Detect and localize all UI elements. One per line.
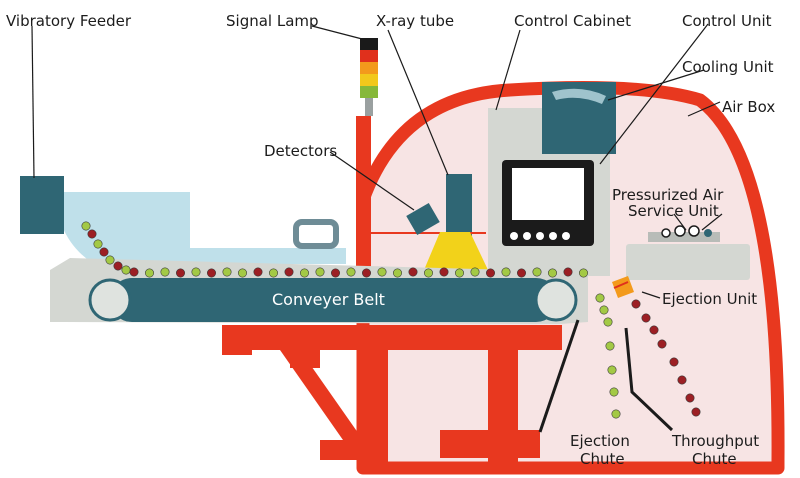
- product-item: [99, 247, 109, 257]
- product-item: [677, 375, 687, 385]
- product-item: [605, 341, 615, 351]
- product-item: [346, 267, 356, 277]
- product-item: [669, 357, 679, 367]
- product-item: [93, 239, 103, 249]
- product-item: [439, 267, 449, 277]
- detectors: [406, 202, 440, 236]
- product-item: [129, 267, 139, 277]
- product-item: [330, 268, 340, 278]
- cooling-fan-icon: [552, 88, 606, 104]
- product-item: [207, 268, 217, 278]
- product-item: [603, 317, 613, 327]
- label-control-unit: Control Unit: [682, 12, 772, 30]
- vibratory-feeder: [20, 176, 346, 264]
- throughput-chute: [624, 327, 674, 432]
- support-frame: [222, 325, 562, 463]
- product-item: [611, 409, 621, 419]
- product-item: [87, 229, 97, 239]
- product-item: [238, 268, 248, 278]
- xray-tube: [446, 174, 472, 236]
- product-item: [631, 299, 641, 309]
- signal-lamp: [360, 38, 378, 116]
- xray-housing-wall: [356, 116, 371, 276]
- label-detectors: Detectors: [264, 142, 338, 160]
- label-vibratory-feeder: Vibratory Feeder: [6, 12, 132, 30]
- label-pressurized-air-line1: Pressurized Air: [612, 186, 724, 204]
- product-item: [501, 267, 511, 277]
- product-item: [532, 267, 542, 277]
- product-item: [105, 255, 115, 265]
- label-ejection-unit: Ejection Unit: [662, 290, 758, 308]
- product-item: [657, 339, 667, 349]
- pressurized-air-service-unit: [626, 225, 750, 280]
- label-signal-lamp: Signal Lamp: [226, 12, 319, 30]
- product-item: [392, 268, 402, 278]
- product-item: [377, 267, 387, 277]
- product-item: [191, 267, 201, 277]
- control-unit-buttons: [510, 232, 570, 240]
- label-ejection-chute-line1: Ejection: [570, 432, 630, 450]
- conveyer-belt: [88, 278, 578, 322]
- product-item: [595, 293, 605, 303]
- label-air-box: Air Box: [722, 98, 776, 116]
- product-item: [145, 268, 155, 278]
- product-item: [284, 267, 294, 277]
- product-item: [470, 267, 480, 277]
- label-xray-tube: X-ray tube: [376, 12, 455, 30]
- label-pressurized-air-line2: Service Unit: [628, 202, 719, 220]
- ejection-unit: [612, 276, 634, 298]
- product-item: [641, 313, 651, 323]
- product-item: [315, 267, 325, 277]
- product-item: [176, 268, 186, 278]
- product-item: [516, 268, 526, 278]
- product-item: [408, 267, 418, 277]
- product-item: [607, 365, 617, 375]
- product-item: [547, 268, 557, 278]
- label-throughput-chute-line1: Throughput: [672, 432, 760, 450]
- control-unit-screen: [512, 168, 584, 220]
- product-item: [121, 265, 131, 275]
- product-item: [691, 407, 701, 417]
- product-item: [361, 268, 371, 278]
- product-item: [454, 268, 464, 278]
- product-item: [609, 387, 619, 397]
- label-throughput-chute-line2: Chute: [692, 450, 737, 468]
- product-item: [160, 267, 170, 277]
- product-item: [599, 305, 609, 315]
- product-item: [81, 221, 91, 231]
- label-control-cabinet: Control Cabinet: [514, 12, 631, 30]
- label-ejection-chute-line2: Chute: [580, 450, 625, 468]
- product-items: [81, 221, 701, 419]
- ejection-chute: [538, 319, 580, 433]
- product-item: [563, 267, 573, 277]
- product-item: [113, 261, 123, 271]
- product-item: [299, 268, 309, 278]
- product-item: [685, 393, 695, 403]
- label-cooling-unit: Cooling Unit: [682, 58, 774, 76]
- product-item: [578, 268, 588, 278]
- label-conveyer-belt: Conveyer Belt: [272, 290, 385, 309]
- product-item: [649, 325, 659, 335]
- leader-lines: [31, 23, 723, 299]
- product-item: [222, 267, 232, 277]
- product-item: [423, 268, 433, 278]
- product-item: [485, 268, 495, 278]
- product-item: [268, 268, 278, 278]
- xray-cone: [424, 232, 488, 270]
- product-item: [253, 267, 263, 277]
